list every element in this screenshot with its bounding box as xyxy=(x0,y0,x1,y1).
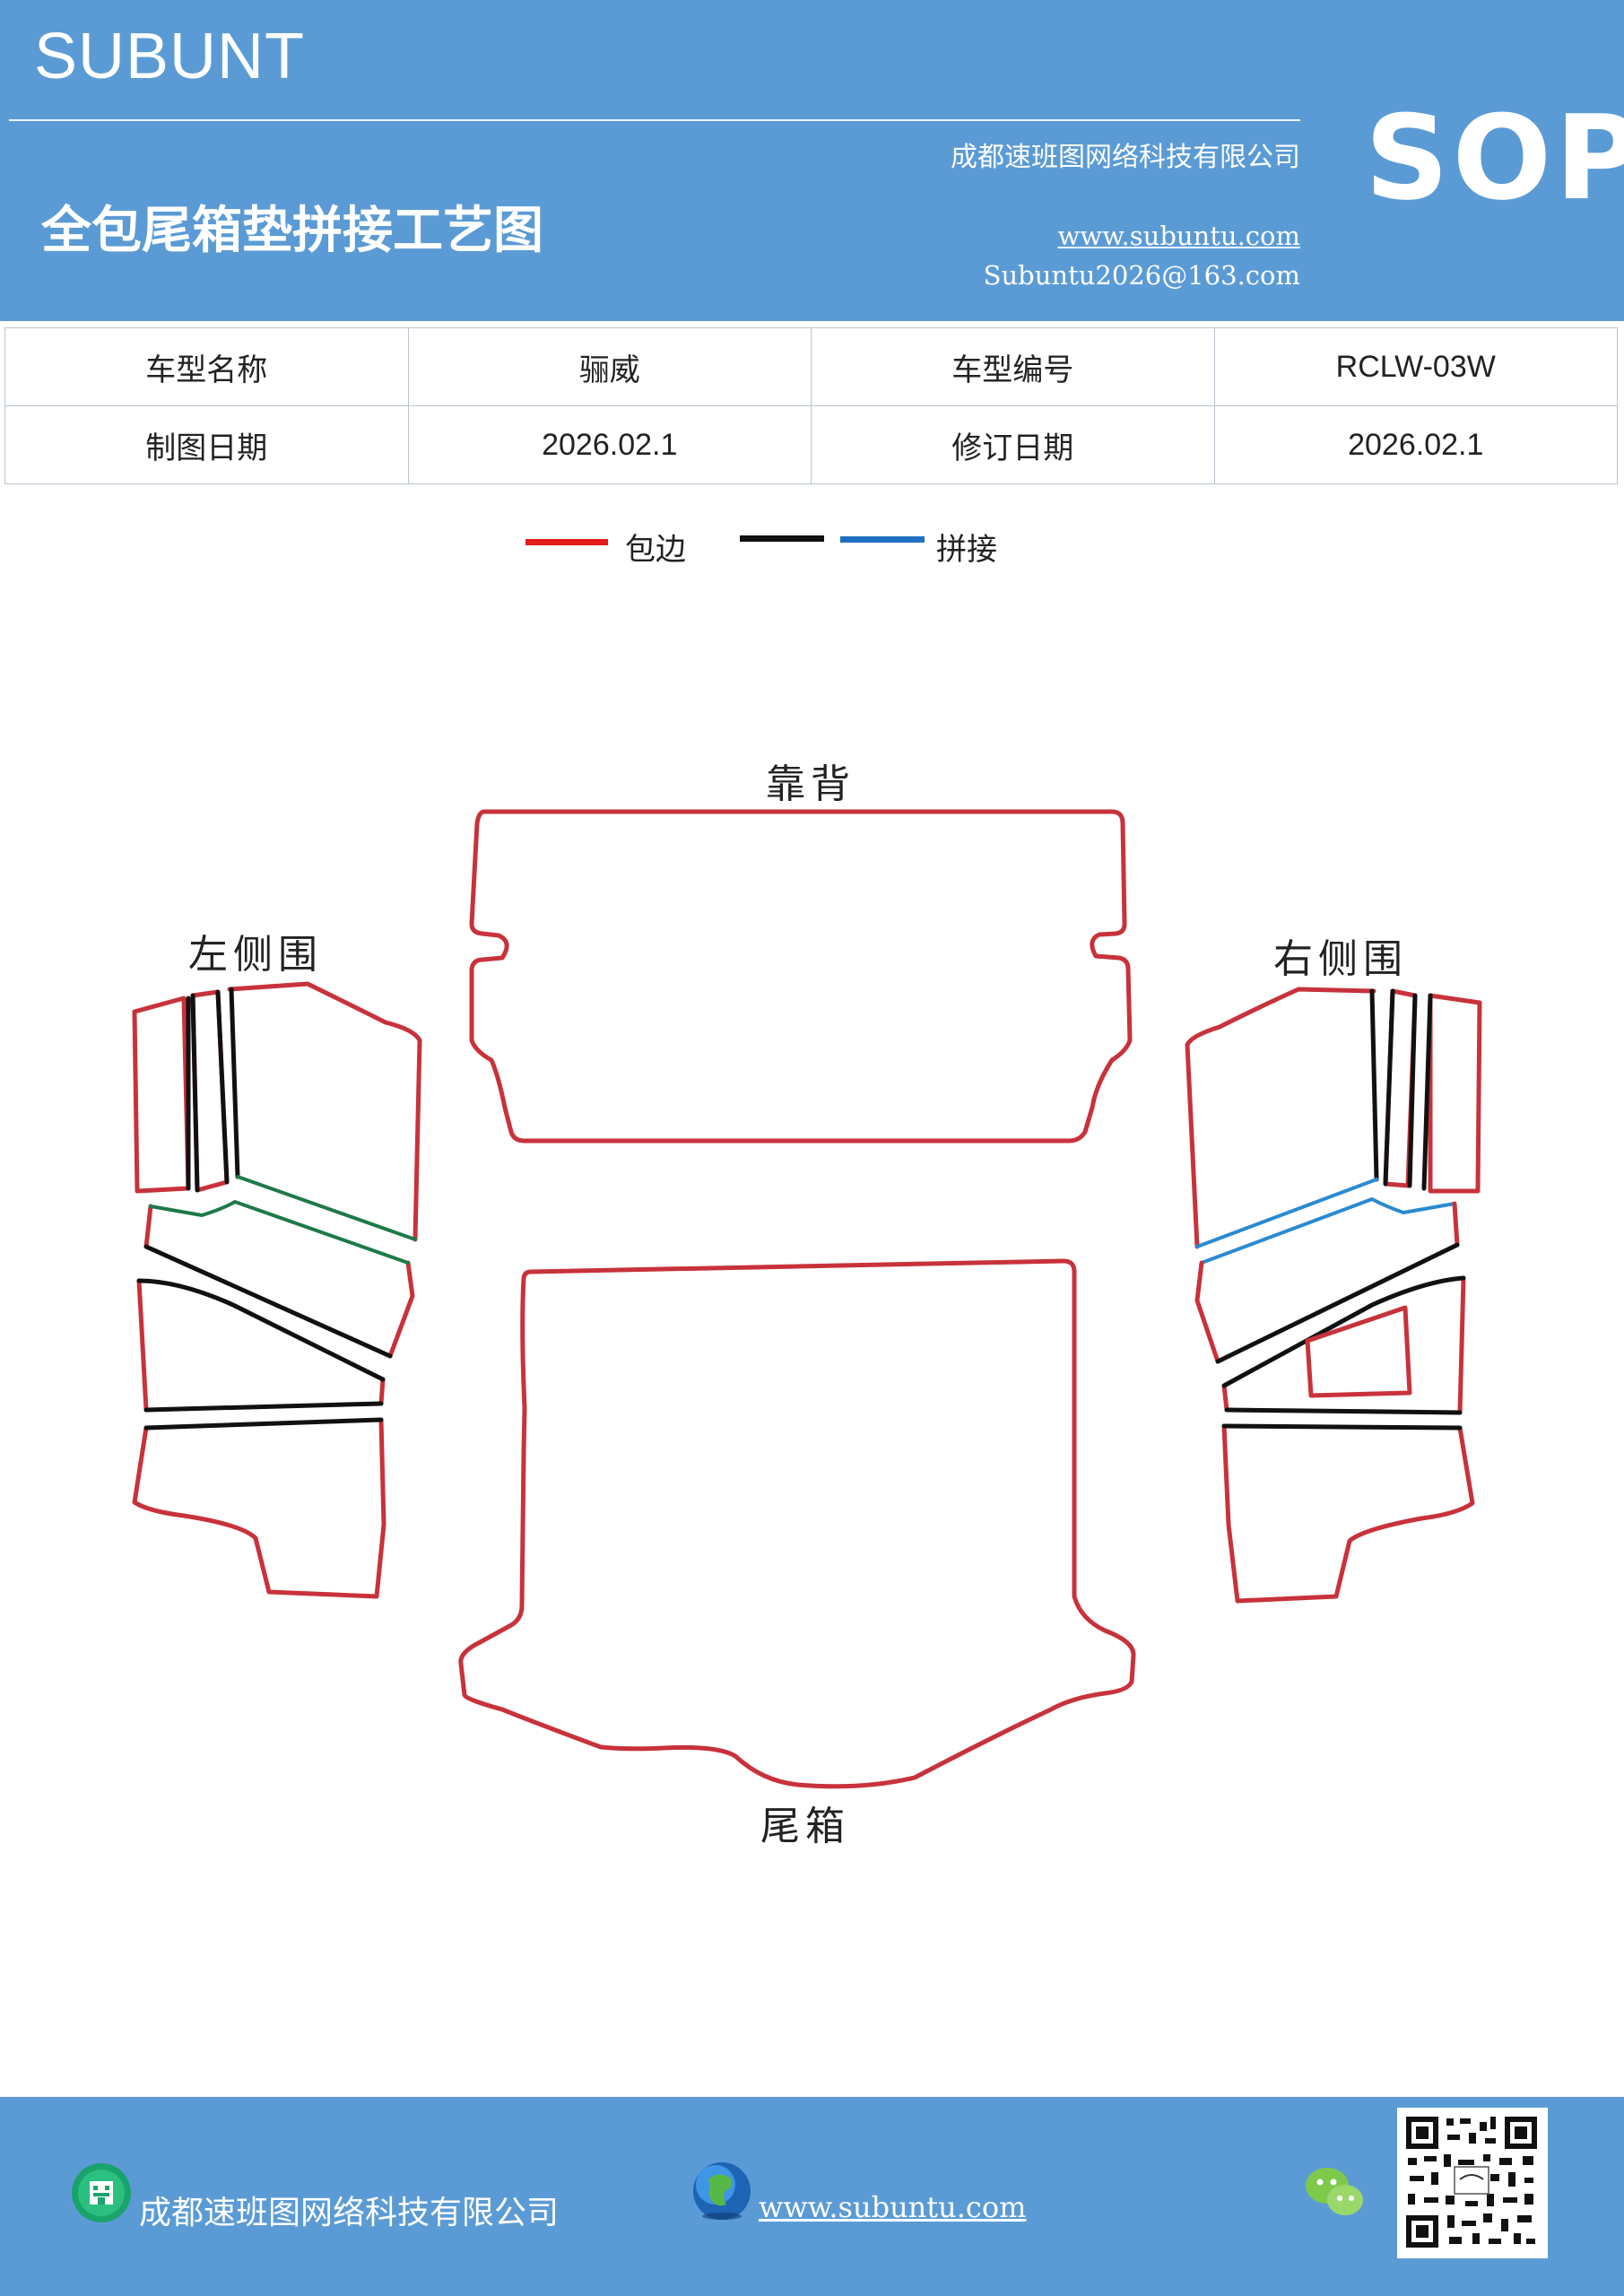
left-side-panel xyxy=(132,981,422,1599)
header: SUBUNT 全包尾箱垫拼接工艺图 成都速班图网络科技有限公司 www.subu… xyxy=(0,0,1624,321)
globe-icon xyxy=(693,2162,751,2220)
brand-name: SUBUNT xyxy=(34,21,306,92)
legend-swatch-black xyxy=(740,535,824,542)
draw-date-label: 制图日期 xyxy=(4,405,409,484)
label-backrest: 靠背 xyxy=(766,761,855,807)
model-name-value: 骊威 xyxy=(407,327,812,406)
legend-label-seam: 拼接 xyxy=(936,532,997,568)
document-title: 全包尾箱垫拼接工艺图 xyxy=(41,201,543,260)
vehicle-info-table: 车型名称 骊威 车型编号 RCLW-03W 制图日期 2026.02.1 修订日… xyxy=(4,327,1618,484)
model-code-value: RCLW-03W xyxy=(1213,327,1618,406)
table-row: 车型名称 骊威 车型编号 RCLW-03W xyxy=(4,327,1618,406)
building-icon xyxy=(72,2163,131,2222)
label-left-side: 左侧围 xyxy=(188,932,323,978)
model-code-label: 车型编号 xyxy=(811,327,1215,406)
table-row: 制图日期 2026.02.1 修订日期 2026.02.1 xyxy=(4,405,1618,484)
footer-company: 成都速班图网络科技有限公司 xyxy=(139,2195,560,2231)
wechat-icon xyxy=(1306,2168,1363,2215)
header-company: 成都速班图网络科技有限公司 xyxy=(951,142,1300,173)
footer-website-link[interactable]: www.subuntu.com xyxy=(759,2190,1027,2224)
label-right-side: 右侧围 xyxy=(1273,936,1408,982)
backrest-outline xyxy=(469,809,1133,1144)
revision-date-value: 2026.02.1 xyxy=(1213,405,1618,484)
legend-label-edge: 包边 xyxy=(625,532,686,568)
qr-code xyxy=(1397,2108,1548,2258)
pattern-diagram xyxy=(132,809,1482,1789)
sop-badge: SOP xyxy=(1365,90,1624,226)
legend-swatch-edge xyxy=(525,539,608,545)
header-divider xyxy=(9,119,1300,121)
header-email: Subuntu2026@163.com xyxy=(983,260,1300,291)
legend-swatch-seam xyxy=(840,536,925,543)
header-website-link[interactable]: www.subuntu.com xyxy=(1057,221,1300,251)
right-side-panel xyxy=(1185,987,1482,1604)
draw-date-value: 2026.02.1 xyxy=(407,405,812,484)
label-trunk: 尾箱 xyxy=(760,1804,850,1849)
trunk-outline xyxy=(458,1258,1136,1789)
footer: 成都速班图网络科技有限公司 www.subuntu.com xyxy=(0,2097,1624,2296)
legend: 包边 拼接 xyxy=(0,525,1624,570)
model-name-label: 车型名称 xyxy=(4,327,409,406)
revision-date-label: 修订日期 xyxy=(811,405,1215,484)
